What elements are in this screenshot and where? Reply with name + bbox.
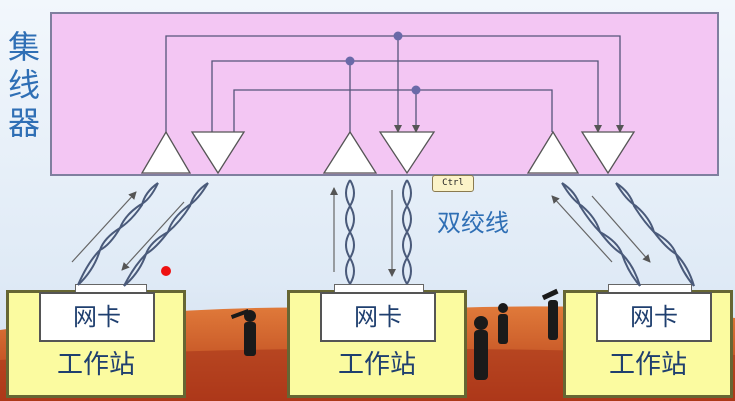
arrow-3-down — [591, 195, 651, 263]
nic-label-2: 网卡 — [354, 303, 402, 331]
hub-internal-wiring — [165, 35, 624, 140]
hub-label-char-2: 线 — [7, 66, 40, 104]
junction-dot-1 — [393, 31, 403, 41]
arrow-1-up — [71, 191, 137, 263]
nic-card-2: 网卡 — [320, 292, 436, 342]
hub-amplifiers — [140, 130, 636, 175]
hub-wire-rail-1 — [165, 35, 624, 140]
hub-label-char-1: 集 — [7, 28, 40, 66]
amplifier-down-1 — [190, 131, 246, 175]
twisted-pair-label: 双绞线 — [437, 209, 509, 237]
hub-wire-rail-3 — [233, 89, 553, 132]
cable-3b-strand-b — [615, 182, 695, 287]
workstation-label-1: 工作站 — [56, 350, 135, 380]
nic-label-3: 网卡 — [630, 303, 678, 331]
nic-card-1: 网卡 — [39, 292, 155, 342]
figure-left — [230, 309, 256, 356]
cable-2a-strand-b — [345, 179, 355, 285]
laser-pointer-dot — [161, 266, 171, 276]
amplifier-up-2 — [322, 130, 378, 174]
workstation-2: 网卡 工作站 — [287, 284, 467, 398]
workstation-1: 网卡 工作站 — [6, 284, 186, 398]
workstation-label-3: 工作站 — [608, 350, 687, 380]
hub-side-label: 集 线 器 — [4, 28, 44, 142]
amplifier-down-2 — [378, 131, 436, 175]
cable-3a-strand-b — [561, 182, 641, 287]
figure-right — [474, 288, 559, 380]
workstation-3: 网卡 工作站 — [563, 284, 733, 398]
cable-1b-strand-b — [123, 182, 209, 287]
nic-card-3: 网卡 — [596, 292, 712, 342]
amplifier-up-3 — [526, 130, 580, 174]
amplifier-down-3 — [580, 131, 636, 175]
arrow-1-down — [121, 201, 185, 271]
nic-label-1: 网卡 — [73, 303, 121, 331]
cable-2b-strand-b — [402, 179, 412, 285]
arrow-3-up — [551, 195, 613, 263]
ctrl-key-tooltip: Ctrl — [432, 175, 474, 192]
workstation-label-2: 工作站 — [337, 350, 416, 380]
twisted-pair-cables — [77, 179, 695, 287]
hub-junction-dots — [345, 31, 421, 95]
hub-wire-rail-2 — [211, 60, 602, 133]
junction-dot-3 — [411, 85, 421, 95]
cable-1a-strand-b — [77, 182, 159, 286]
junction-dot-2 — [345, 56, 355, 66]
signal-arrows — [71, 187, 651, 277]
amplifier-up-1 — [140, 130, 192, 174]
hub-label-char-3: 器 — [7, 104, 40, 142]
